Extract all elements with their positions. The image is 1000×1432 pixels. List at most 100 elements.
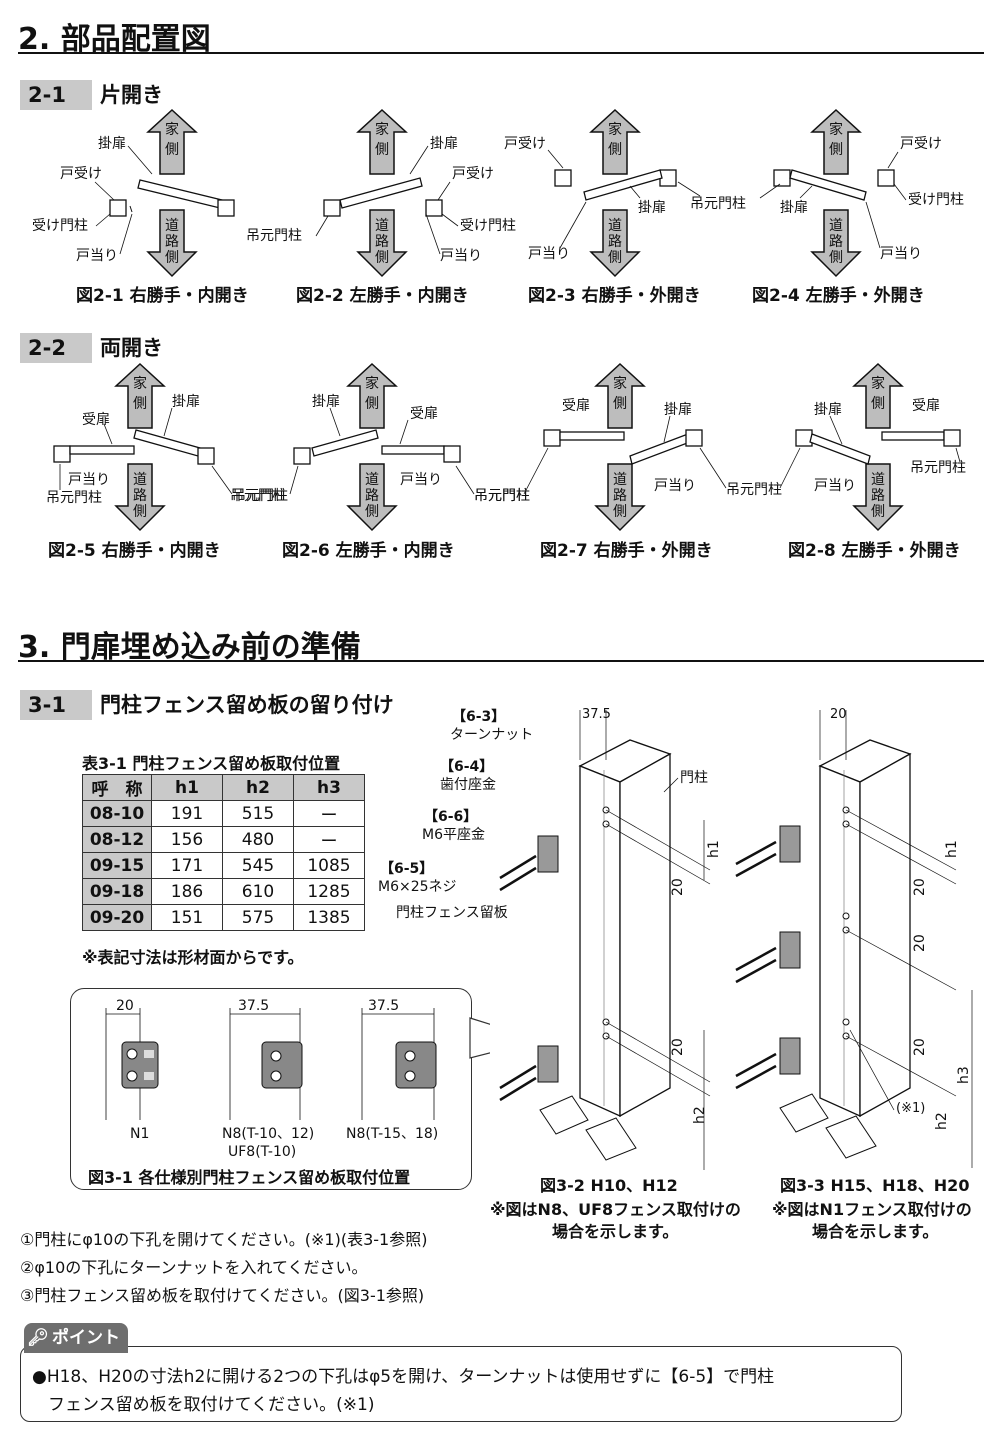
svg-text:側: 側 [375,142,389,158]
fig-2-6-diagram: 家 側 道 路 側 掛扉 受扉 戸当り 吊元門柱 吊元門柱 [230,363,530,531]
svg-text:道: 道 [133,472,147,488]
fig-2-2-diagram: 家 側 道 路 側 掛扉 戸受け 吊元門柱 受け門柱 戸当り [246,109,516,277]
single-door-diagrams: 家 側 道 路 側 掛扉 戸受け 受け門柱 戸当り 家 側 道 路 側 掛扉 戸… [32,109,964,277]
fig-3-2-caption: 図3-2 H10、H12 [540,1176,678,1195]
svg-text:戸当り: 戸当り [68,472,110,488]
svg-text:門柱: 門柱 [680,770,708,786]
part-6-5-number: 【6-5】 [380,861,434,877]
svg-text:掛扉: 掛扉 [312,394,340,410]
svg-text:側: 側 [608,142,622,158]
svg-text:吊元門柱: 吊元門柱 [910,460,966,476]
svg-text:20: 20 [116,998,134,1014]
svg-text:掛扉: 掛扉 [98,136,126,152]
svg-text:受け門柱: 受け門柱 [460,218,516,234]
svg-text:側: 側 [365,504,379,520]
fig-3-2-note: ※図はN8、UF8フェンス取付けの [490,1200,741,1219]
caption-fig-2-5: 図2-5 右勝手・内開き [48,541,221,561]
plate-n8-t10: 37.5 N8(T-10、12) UF8(T-10) [222,998,314,1160]
svg-text:掛扉: 掛扉 [814,402,842,418]
svg-text:戸当り: 戸当り [814,478,856,494]
double-door-diagrams: 家 側 道 路 側 受扉 掛扉 戸当り 吊元門柱 吊元門柱 家 側 道 路 側 … [46,363,966,531]
svg-text:掛扉: 掛扉 [172,394,200,410]
svg-text:家: 家 [829,121,843,138]
fig-2-5-diagram: 家 側 道 路 側 受扉 掛扉 戸当り 吊元門柱 吊元門柱 [46,363,288,531]
table-header: h3 [293,774,365,801]
table-header: 呼 称 [82,774,152,801]
caption-fig-2-1: 図2-1 右勝手・内開き [76,286,249,306]
svg-text:路: 路 [375,234,389,250]
svg-text:道: 道 [829,218,843,234]
svg-text:掛扉: 掛扉 [430,136,458,152]
svg-text:37.5: 37.5 [368,998,399,1014]
svg-text:戸当り: 戸当り [76,248,118,264]
fig-2-3-diagram: 家 側 道 路 側 戸受け 掛扉 吊元門柱 戸当り [504,109,746,277]
svg-text:路: 路 [613,488,627,504]
caption-fig-2-8: 図2-8 左勝手・外開き [788,541,961,561]
fig-2-7-diagram: 家 側 道 路 側 受扉 掛扉 戸当り 吊元門柱 吊元門柱 [474,363,782,531]
svg-text:受扉: 受扉 [410,406,438,422]
svg-text:N8(T-15、18): N8(T-15、18) [346,1126,438,1142]
part-6-5-name: M6×25ネジ [378,879,457,895]
svg-text:戸受け: 戸受け [504,136,546,152]
svg-text:吊元門柱: 吊元門柱 [46,490,102,506]
svg-text:戸受け: 戸受け [60,166,102,182]
part-6-6-number: 【6-6】 [424,809,478,825]
svg-text:吊元門柱: 吊元門柱 [230,488,286,504]
table-title: 表3-1 門柱フェンス留め板取付位置 [82,754,341,773]
svg-text:家: 家 [133,375,147,392]
svg-text:家: 家 [375,121,389,138]
part-6-6-name: M6平座金 [422,827,485,843]
fig-3-2-post [499,710,711,1170]
svg-text:道: 道 [365,472,379,488]
section-2-rule [18,52,984,54]
subsection-3-1-title: 門柱フェンス留め板の留り付け [100,693,394,717]
svg-text:家: 家 [365,375,379,392]
svg-text:掛扉: 掛扉 [638,200,666,216]
svg-text:側: 側 [165,142,179,158]
svg-text:戸当り: 戸当り [400,472,442,488]
svg-text:側: 側 [871,504,885,520]
subsection-2-2-title: 両開き [100,336,163,360]
svg-text:側: 側 [613,396,627,412]
svg-text:側: 側 [871,396,885,412]
svg-text:受扉: 受扉 [912,398,940,414]
svg-text:37.5: 37.5 [582,707,611,722]
section-3-rule [18,660,984,662]
table-header: h1 [151,774,223,801]
step-3: ③門柱フェンス留め板を取付けてください。(図3-1参照) [20,1286,425,1305]
svg-text:側: 側 [165,250,179,266]
svg-text:受け門柱: 受け門柱 [32,218,88,234]
step-1: ①門柱にφ10の下孔を開けてください。(※1)(表3-1参照) [20,1230,428,1249]
svg-text:路: 路 [871,488,885,504]
svg-text:戸当り: 戸当り [440,248,482,264]
part-6-4-number: 【6-4】 [440,759,494,775]
point-line-2: フェンス留め板を取付けてください。(※1) [48,1395,375,1415]
caption-fig-2-6: 図2-6 左勝手・内開き [282,541,455,561]
subsection-2-1-number: 2-1 [20,80,92,110]
part-6-3-name: ターンナット [450,727,534,743]
house-label: 家 [165,121,179,138]
svg-text:戸当り: 戸当り [880,246,922,262]
svg-text:20: 20 [670,878,686,896]
svg-text:戸当り: 戸当り [654,478,696,494]
section-2-title: 2. 部品配置図 [18,22,211,57]
svg-text:UF8(T-10): UF8(T-10) [228,1144,296,1160]
subsection-3-1-number: 3-1 [20,690,92,720]
step-2: ②φ10の下孔にターンナットを入れてください。 [20,1258,368,1277]
svg-text:吊元門柱: 吊元門柱 [690,196,746,212]
post-diagrams: 37.5 門柱 h1 20 20 h2 20 h1 [499,707,973,1170]
svg-text:側: 側 [375,250,389,266]
fig-3-3-post [735,710,973,1168]
svg-text:側: 側 [133,396,147,412]
svg-text:h2: h2 [692,1106,708,1124]
point-box [20,1346,902,1422]
caption-fig-2-2: 図2-2 左勝手・内開き [296,286,469,306]
svg-text:家: 家 [871,375,885,392]
svg-text:N8(T-10、12): N8(T-10、12) [222,1126,314,1142]
svg-text:側: 側 [365,396,379,412]
